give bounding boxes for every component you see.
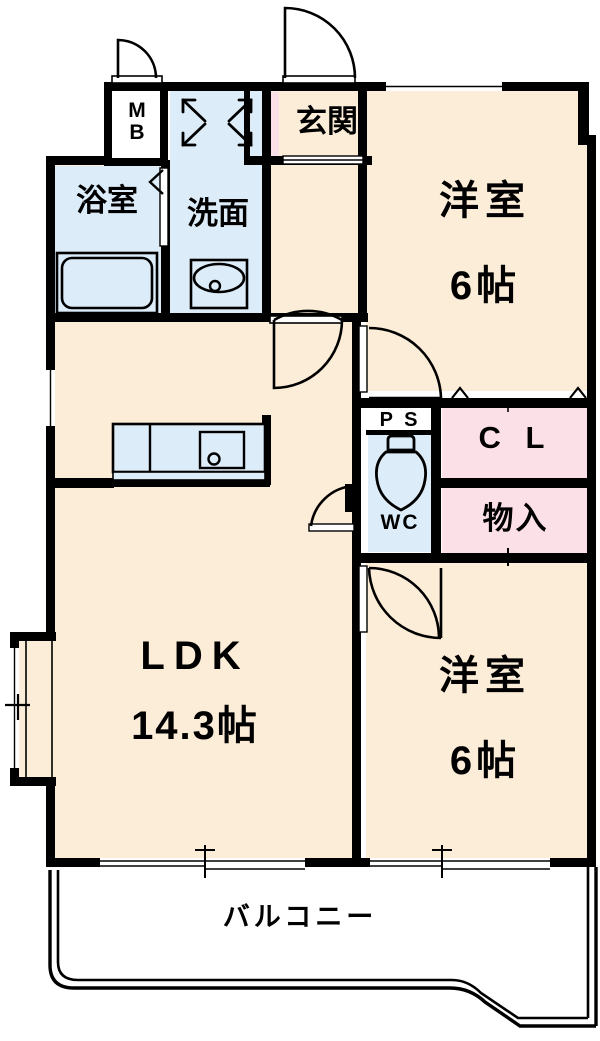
wall-bay-top: [10, 632, 56, 641]
wall-storage-bottom: [358, 553, 596, 563]
wall-wc-right: [431, 404, 441, 558]
window-bedroom-south: [370, 845, 550, 878]
kitchen-counter-sink-icon: [111, 422, 267, 481]
ps-fill: [368, 407, 432, 432]
wall-washroom-bottom: [170, 313, 271, 322]
bath-door: [148, 167, 169, 247]
wall-washroom-right-upper: [262, 88, 271, 164]
wall-bath-top: [46, 156, 108, 165]
wall-left-ldk-lower: [46, 777, 55, 867]
wall-genkan-step-left: [244, 88, 250, 162]
wall-right-notch-upper: [578, 82, 589, 142]
ldk-fill-main: [50, 318, 358, 863]
balcony-outline: [48, 867, 598, 1028]
wall-ps-bottom: [366, 430, 434, 435]
wall-left-bath: [46, 156, 55, 321]
wall-wc-nub: [345, 484, 355, 512]
wall-left-ldk-upper: [46, 318, 55, 640]
wall-kitchen-stub-h2: [52, 478, 114, 488]
wall-kitchen-stub-v: [262, 415, 271, 485]
wall-cl-divider: [437, 478, 593, 488]
wall-mb-left: [104, 88, 112, 166]
washing-machine-symbol: [181, 98, 253, 147]
doors: [111, 6, 443, 640]
bathtub-icon: [55, 251, 159, 315]
wc-door: [308, 484, 355, 532]
genkan-fill: [279, 92, 371, 158]
wall-washroom-right-lower: [262, 164, 271, 322]
mb-door: [111, 38, 163, 84]
wall-mb-bottom: [104, 158, 168, 166]
fixtures: [55, 98, 427, 512]
washroom-door: [269, 309, 344, 390]
toilet-icon: [375, 434, 427, 512]
genkan-hall-door: [282, 155, 364, 165]
entrance-door: [282, 6, 357, 84]
wall-bath-bottom: [46, 313, 170, 322]
windows: [5, 82, 550, 878]
room-fills: [14, 88, 589, 863]
bedroom-north-fill: [366, 88, 589, 391]
wall-top-mb: [104, 82, 366, 91]
wall-kitchen-stub-h: [52, 478, 270, 487]
closet-door-marks: [442, 386, 589, 566]
wall-ldk-east: [352, 320, 361, 865]
window-ldk-south: [100, 845, 305, 878]
bedroom-south-fill: [366, 563, 589, 863]
closet-fill: [442, 488, 589, 561]
bedroom-north-door: [358, 325, 443, 400]
wall-right-notch-step: [578, 135, 591, 145]
wall-right-outer: [587, 135, 596, 865]
cl-fill: [442, 407, 589, 480]
wall-mb-right: [160, 88, 168, 166]
wall-bay-bottom: [10, 777, 56, 786]
ldk-bay-fill: [14, 634, 54, 784]
wall-hall-right: [358, 88, 367, 320]
mb-fill: [110, 96, 164, 162]
bedroom-south-door: [358, 565, 443, 640]
window-ldk-bay: [5, 641, 53, 777]
vanity-sink-icon: [189, 258, 249, 310]
